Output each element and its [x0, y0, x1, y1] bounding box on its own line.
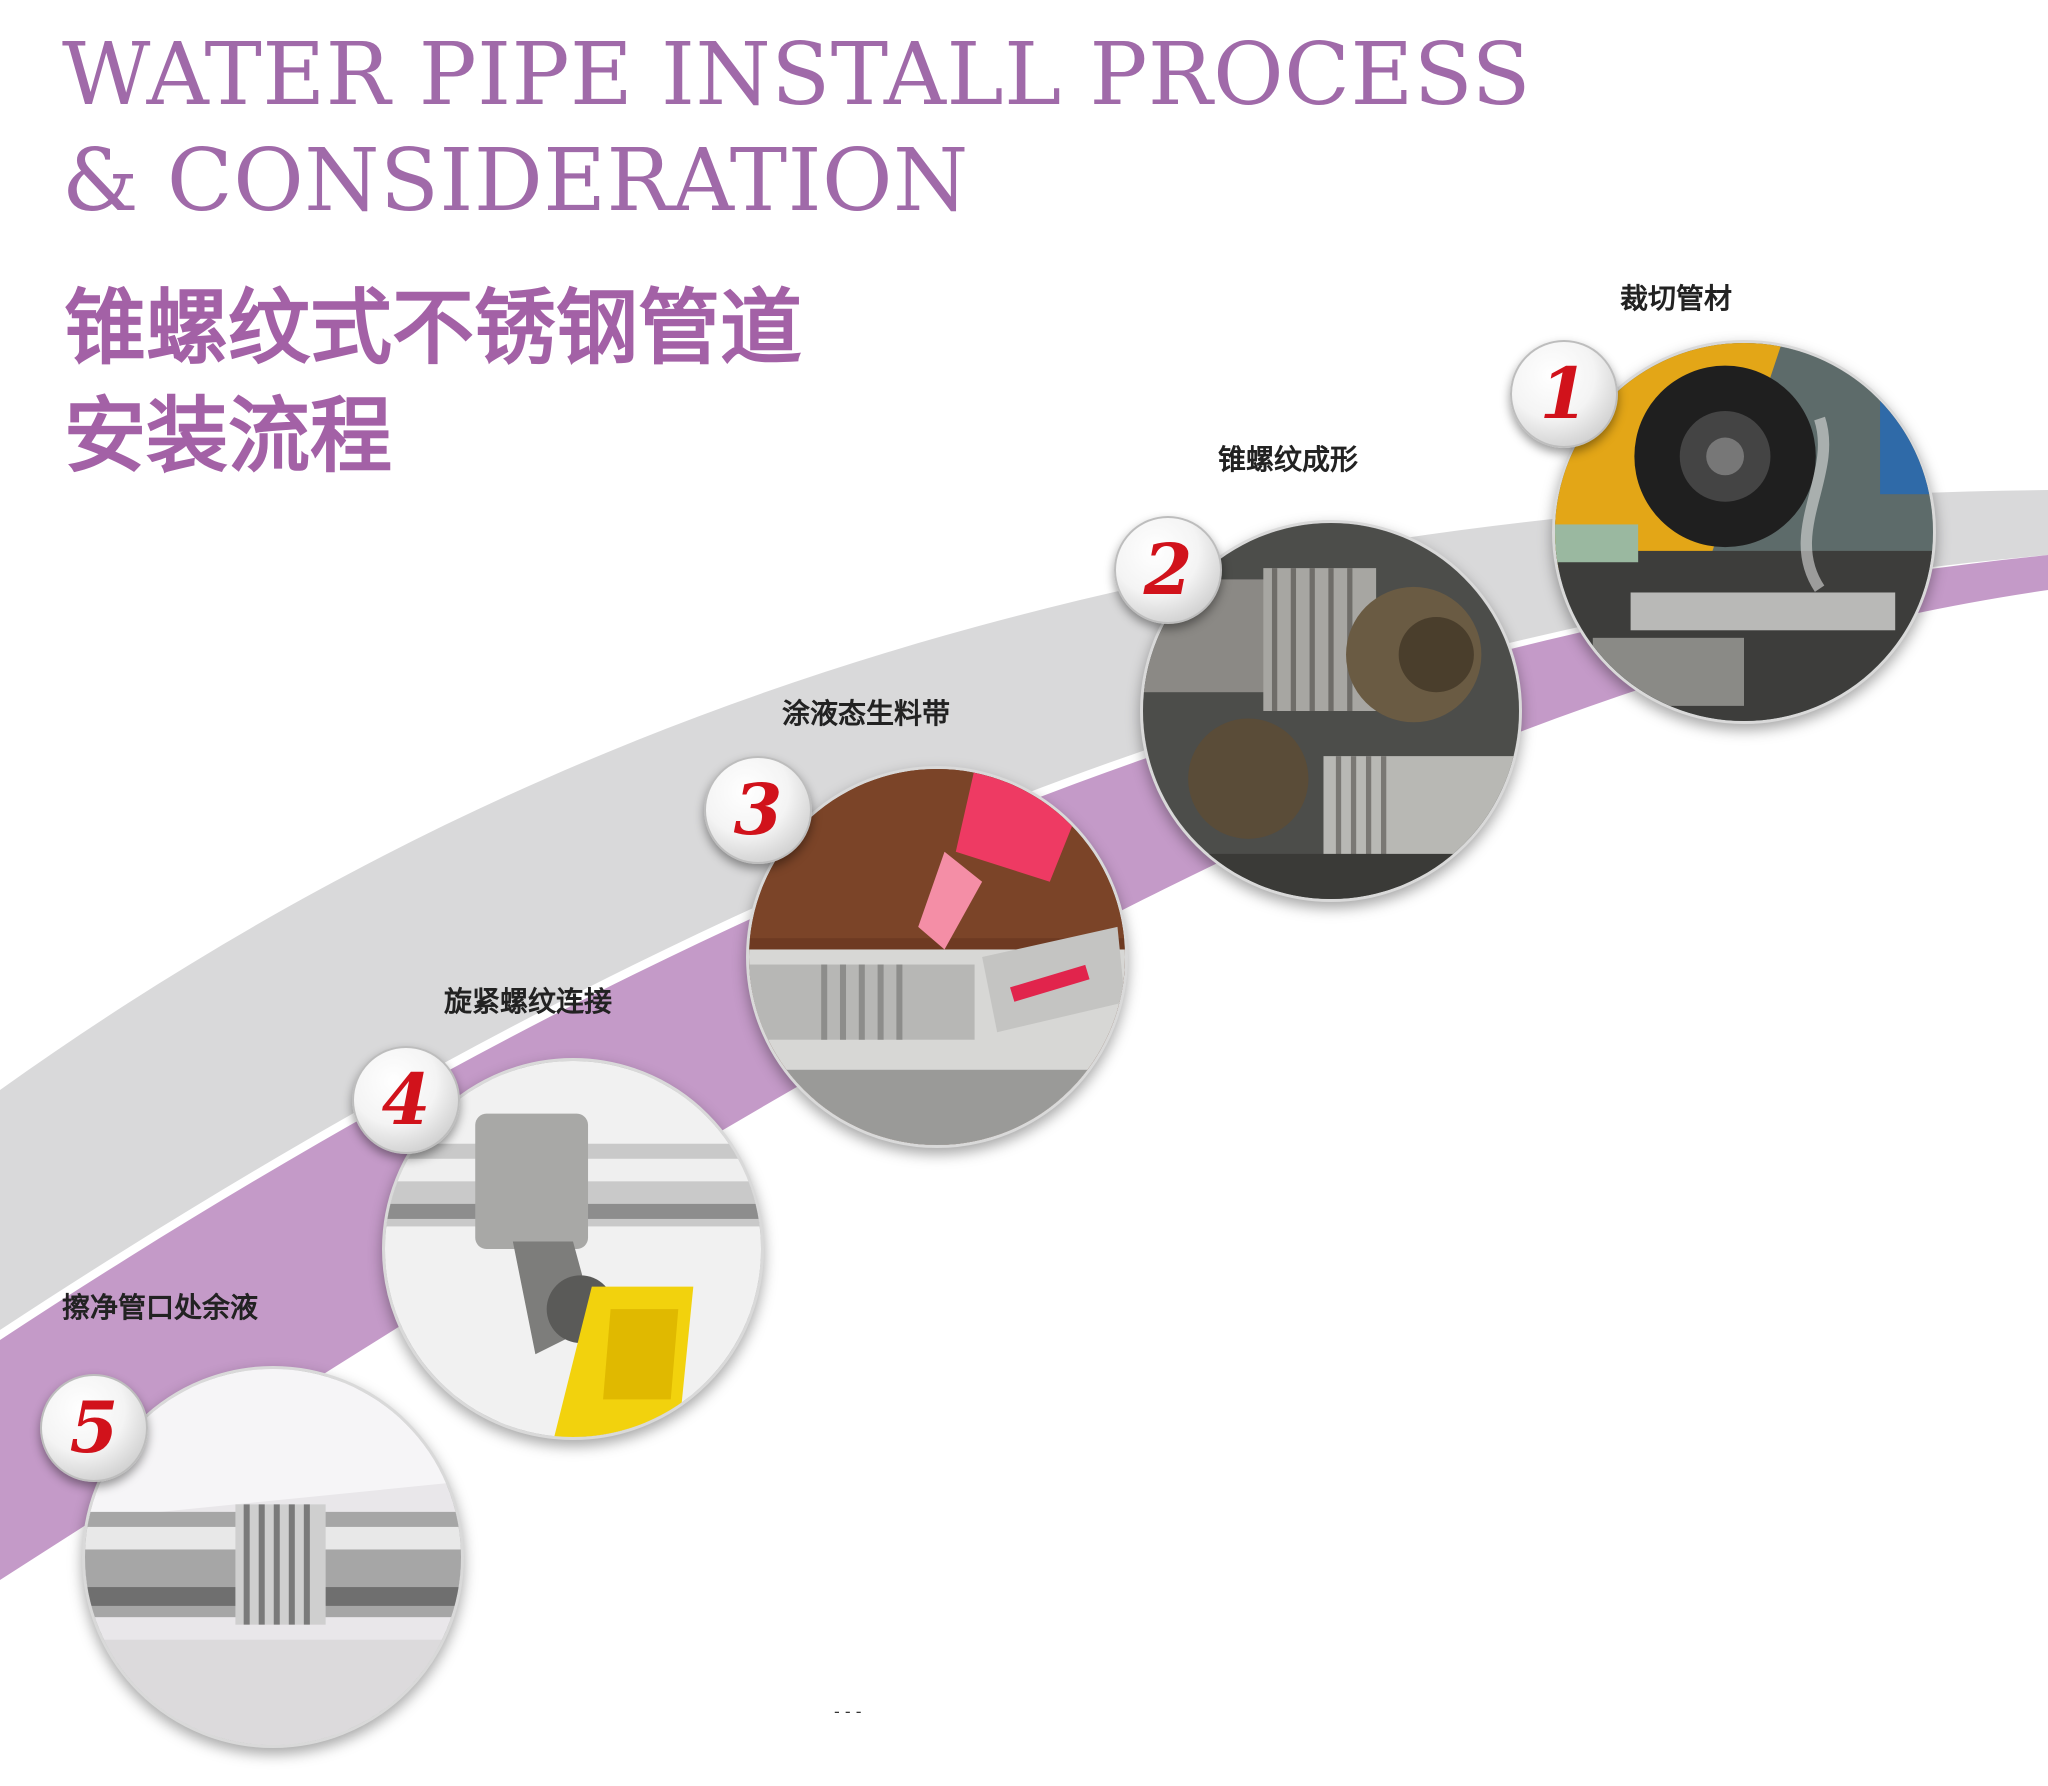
- step-5-badge: 5: [40, 1374, 148, 1482]
- step-1-label: 裁切管材: [1620, 282, 1733, 315]
- title-chinese-line2: 安装流程: [64, 389, 393, 484]
- title-english-line1: WATER PIPE INSTALL PROCESS: [62, 25, 1532, 125]
- step-4-badge: 4: [352, 1046, 460, 1154]
- step-5-label: 擦净管口处余液: [62, 1291, 259, 1324]
- step-2-photo-thread-forming: [1140, 520, 1522, 902]
- step-3-label: 涂液态生料带: [782, 697, 951, 730]
- step-2-number: 2: [1143, 528, 1193, 611]
- step-3-photo-applying-sealant: [746, 766, 1128, 1148]
- step-3-badge: 3: [704, 756, 812, 864]
- step-5-number: 5: [69, 1386, 119, 1469]
- title-english-line2: & CONSIDERATION: [62, 131, 969, 231]
- step-4-number: 4: [381, 1058, 431, 1141]
- title-chinese-line1: 锥螺纹式不锈钢管道: [64, 281, 803, 376]
- step-1-badge: 1: [1510, 340, 1618, 448]
- step-2-badge: 2: [1114, 516, 1222, 624]
- step-2-label: 锥螺纹成形: [1218, 443, 1359, 476]
- step-3-number: 3: [733, 768, 783, 851]
- footnote-marks: - - -: [834, 1702, 862, 1721]
- step-1-number: 1: [1539, 352, 1589, 435]
- step-4-label: 旋紧螺纹连接: [444, 985, 613, 1018]
